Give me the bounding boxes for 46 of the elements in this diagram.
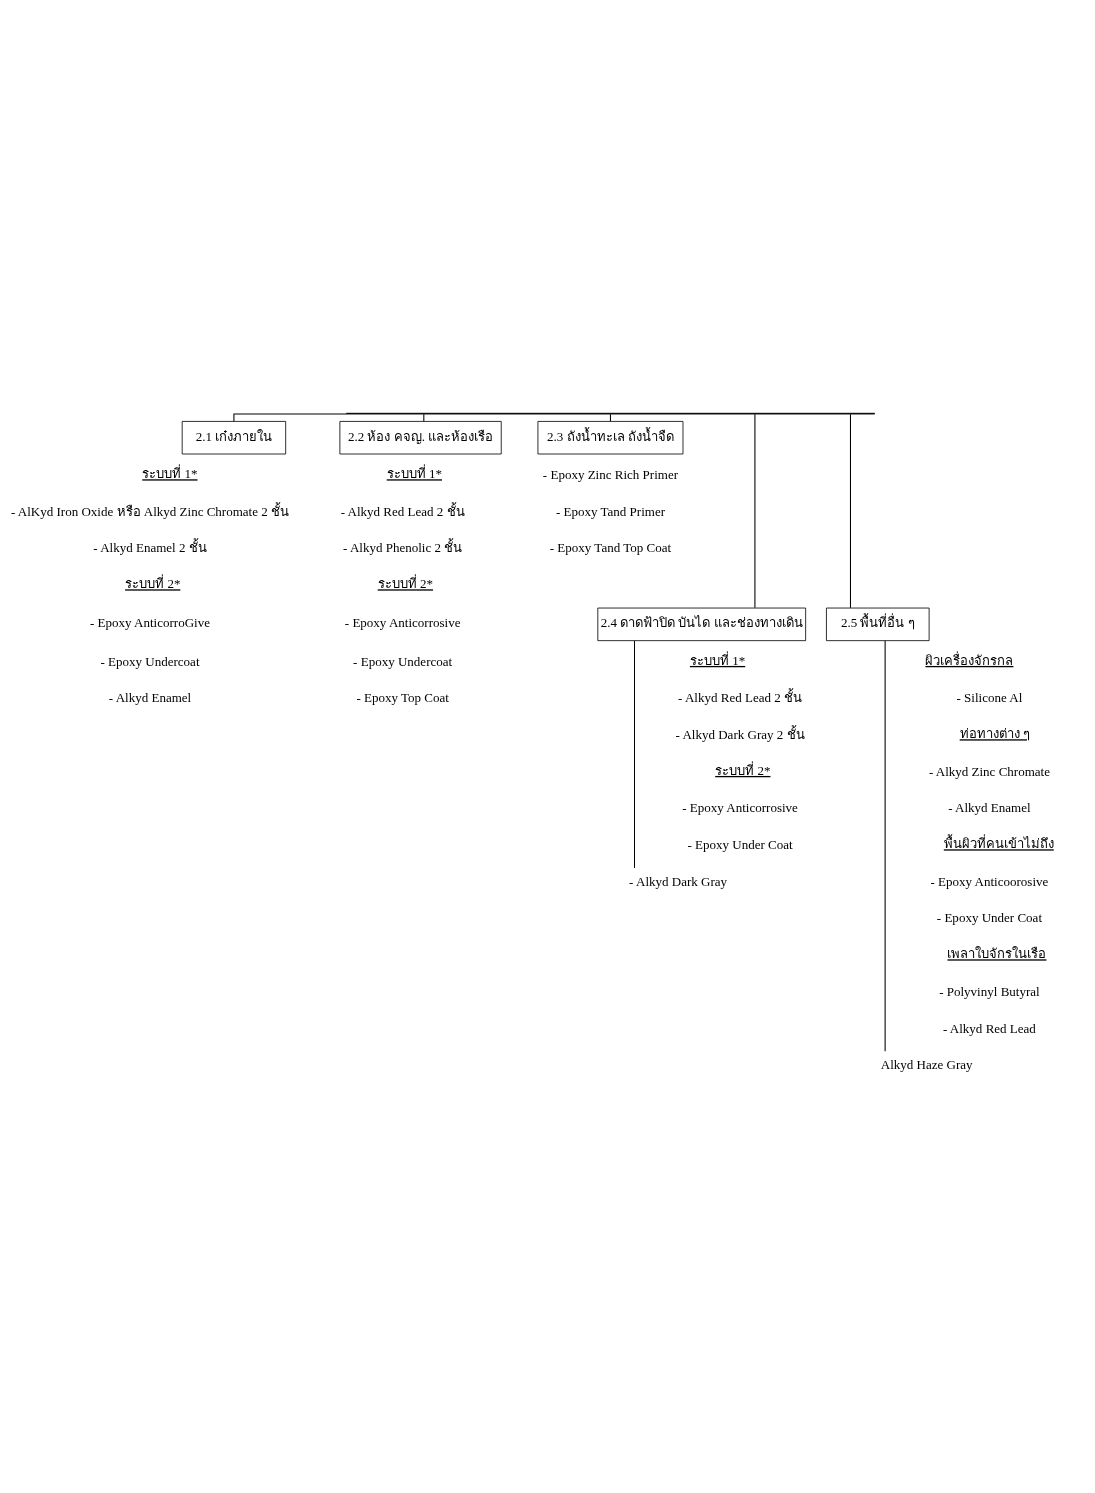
connector	[884, 639, 886, 1052]
label: - Alkyd Dark Gray 2 ชั้น	[675, 726, 805, 742]
label: - Epoxy Top Coat	[356, 689, 449, 705]
node-box: 2.1 เก๋งภายใน	[181, 420, 287, 454]
label: - Epoxy Under Coat	[687, 836, 793, 852]
node-box: 2.4 ดาดฟ้าปิด บันได และช่องทางเดิน	[597, 607, 807, 641]
label: - Epoxy AnticorroGive	[89, 614, 210, 630]
label: - Alkyd Enamel	[948, 799, 1031, 815]
node-box: 2.2 ห้อง คจญ. และห้องเรือ	[339, 420, 502, 454]
label: - Epoxy Tand Primer	[555, 503, 666, 519]
label: - Alkyd Red Lead 2 ชั้น	[678, 689, 802, 705]
label: - Epoxy Anticorrosive	[344, 614, 461, 630]
label: ระบบที่ 1*	[689, 652, 746, 668]
label: - Alkyd Red Lead	[942, 1019, 1036, 1035]
label: - Epoxy Anticorrosive	[682, 799, 798, 815]
connector	[754, 413, 756, 608]
label: - Alkyd Enamel 2 ชั้น	[93, 539, 207, 555]
node-box: 2.3 ถังน้ำทะเล ถังน้ำจืด	[537, 420, 684, 454]
label: ระบบที่ 1*	[142, 465, 198, 481]
label: - Alkyd Zinc Chromate	[928, 763, 1050, 779]
connector	[233, 413, 347, 422]
label: ระบบที่ 2*	[715, 762, 771, 778]
label: - Alkyd Red Lead 2 ชั้น	[340, 503, 465, 519]
connector	[849, 413, 851, 608]
label: เพลาใบจักรในเรือ	[947, 945, 1047, 961]
label: - Epoxy Tand Top Coat	[549, 539, 672, 555]
label: ผิวเครื่องจักรกล	[925, 652, 1014, 668]
label: ท่อทางต่าง ๆ	[959, 725, 1030, 741]
label: - Epoxy Zinc Rich Primer	[542, 466, 679, 482]
label: - Epoxy Anticoorosive	[930, 873, 1049, 889]
label: พื้นผิวที่คนเข้าไม่ถึง	[943, 835, 1054, 851]
node-box: 2.5 พื้นที่อื่น ๆ	[826, 607, 930, 641]
node-bar	[346, 412, 875, 414]
node-text: Alkyd Haze Gray	[880, 1056, 973, 1072]
label: - Epoxy Undercoat	[100, 653, 200, 669]
label: - Silicone Al	[956, 689, 1023, 705]
label: ระบบที่ 2*	[377, 575, 434, 591]
label: - Polyvinyl Butyral	[939, 983, 1040, 999]
label: ระบบที่ 2*	[125, 575, 181, 591]
label: - Epoxy Under Coat	[936, 909, 1043, 925]
label: - AlKyd Iron Oxide หรือ Alkyd Zinc Chromate 2 ชั้น	[10, 503, 290, 519]
connector	[633, 639, 636, 868]
label: - Epoxy Undercoat	[353, 653, 453, 669]
label: - Alkyd Enamel	[108, 689, 192, 705]
node-text: - Alkyd Dark Gray	[629, 873, 728, 889]
label: - Alkyd Phenolic 2 ชั้น	[343, 539, 463, 555]
